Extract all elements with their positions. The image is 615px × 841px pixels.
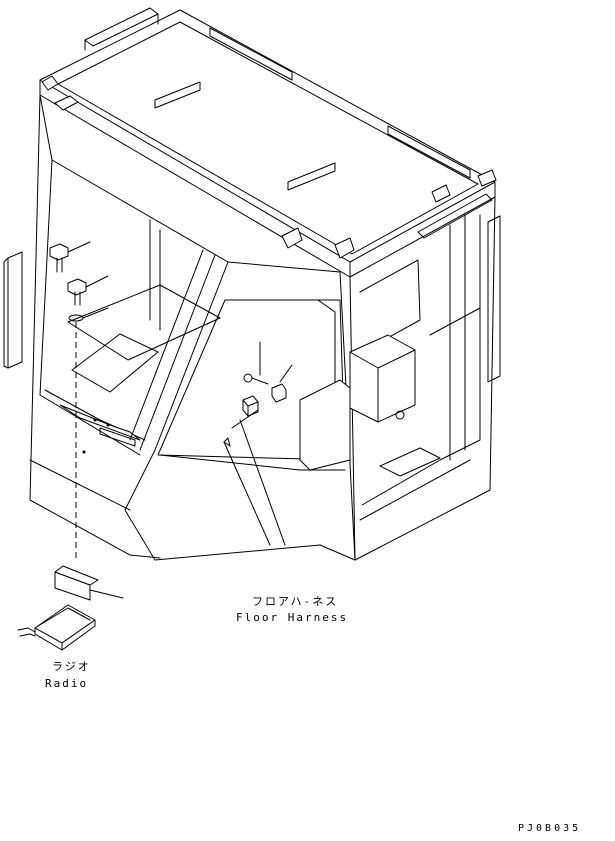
cab-floor-left — [44, 284, 221, 454]
drawing-code: PJ0B035 — [518, 823, 582, 834]
cab-right-side — [349, 196, 496, 561]
radio-unit — [17, 604, 96, 651]
radio-mounting-bolts — [49, 241, 109, 322]
floor-harness-label-en: Floor Harness — [236, 611, 349, 624]
radio-label-jp: ラジオ — [52, 660, 91, 673]
roof-brackets — [41, 75, 497, 259]
roof-handrails — [84, 7, 493, 239]
cab-roof — [39, 9, 496, 278]
right-handrail — [487, 215, 501, 383]
cab-left-wall — [29, 94, 229, 559]
cab-front-frame — [124, 249, 356, 561]
floor-harness-label-jp: フロアハ-ネス — [252, 595, 339, 608]
floor-harness-parts — [231, 341, 293, 429]
floor-harness-leaders — [223, 419, 286, 546]
radio-bracket — [54, 565, 124, 601]
operator-console — [299, 334, 416, 471]
left-handrail — [3, 251, 23, 369]
radio-label-en: Radio — [45, 677, 89, 690]
